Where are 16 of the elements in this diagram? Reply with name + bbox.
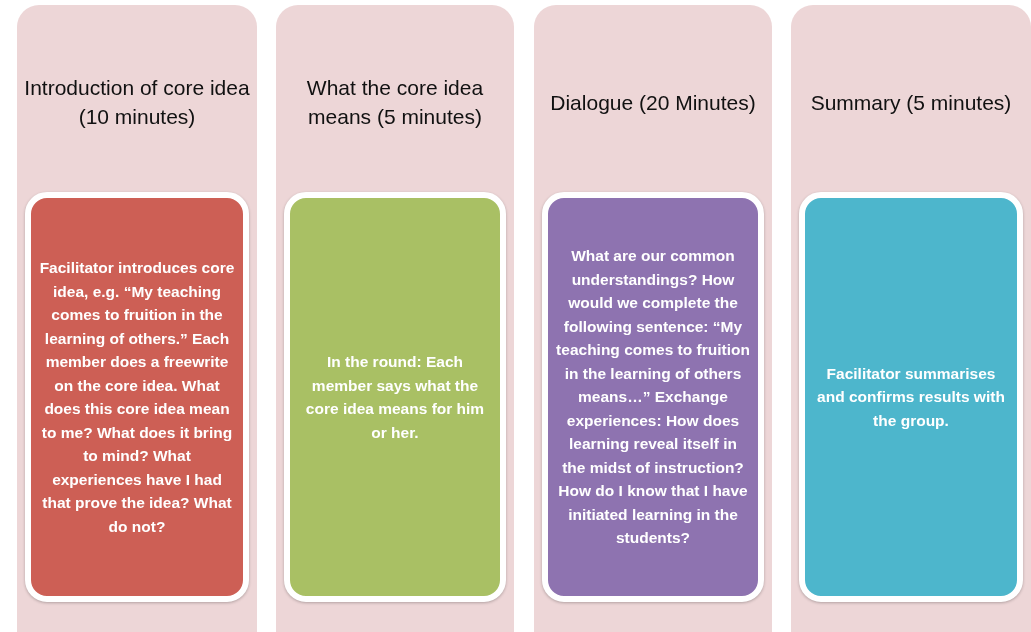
step-description: Facilitator summarises and confirms results with the group. xyxy=(816,363,1006,431)
step-description: Facilitator introduces core idea, e.g. “My teaching comes to fruition in the learning of others.” Each member does a freewrite on the core idea. What does this core idea mean to me? What does it bring to mind? What experiences have I had that prove the idea? What do not? xyxy=(39,258,235,537)
column-heading: Dialogue (20 Minutes) xyxy=(549,89,757,116)
column-heading: Summary (5 minutes) xyxy=(809,89,1013,116)
column-heading: Introduction of core idea (10 minutes) xyxy=(23,75,251,130)
column-band xyxy=(534,5,772,632)
step-card xyxy=(284,192,506,602)
step-card xyxy=(25,192,249,602)
column-heading: What the core idea means (5 minutes) xyxy=(305,75,485,130)
step-description: What are our common understandings? How would we complete the following sentence: “My teaching comes to fruition in the learning of others means…” Exchange experiences: How does learning reveal itself in the midst of instruction? How do I know that I have initiated learning in the students? xyxy=(556,246,750,549)
step-description: In the round: Each member says what the core idea means for him or her. xyxy=(304,352,486,443)
step-card xyxy=(799,192,1023,602)
column-band xyxy=(17,5,257,632)
column-band xyxy=(791,5,1031,632)
column-band xyxy=(276,5,514,632)
step-card xyxy=(542,192,764,602)
